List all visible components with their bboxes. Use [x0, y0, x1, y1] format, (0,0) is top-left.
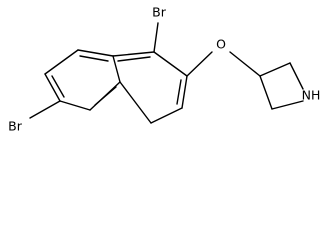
- bond-inner: [51, 75, 65, 98]
- bond-o-azetidine: [229, 51, 261, 77]
- naphthalene-left-ring: [44, 49, 121, 111]
- bond-inner: [176, 79, 182, 105]
- bond: [44, 73, 61, 102]
- bond-inner: [94, 86, 117, 106]
- bond-c6-br: [29, 100, 61, 119]
- bond: [271, 100, 304, 110]
- bond-inner: [79, 55, 109, 62]
- bond: [119, 81, 152, 124]
- azetidine-ring: [259, 62, 304, 110]
- bromine-label-top: Br: [152, 5, 167, 20]
- bond: [44, 49, 79, 75]
- molecule-structure-diagram: Br Br O NH: [8, 5, 321, 134]
- naphthalene-right-ring: [112, 51, 188, 124]
- bond-c2-o: [186, 51, 213, 77]
- bond: [59, 100, 91, 111]
- bond: [181, 75, 188, 109]
- bond: [150, 107, 183, 124]
- bond-c1-br: [153, 22, 159, 53]
- nitrogen-label: NH: [302, 88, 321, 103]
- oxygen-label: O: [216, 37, 226, 52]
- bond: [289, 62, 304, 90]
- bond: [77, 49, 114, 57]
- bond: [112, 55, 121, 83]
- bond: [153, 51, 188, 77]
- bond-inner: [117, 56, 151, 62]
- bond: [259, 62, 291, 77]
- bond: [259, 75, 273, 110]
- bromine-label-left: Br: [8, 119, 23, 134]
- bond: [112, 51, 155, 57]
